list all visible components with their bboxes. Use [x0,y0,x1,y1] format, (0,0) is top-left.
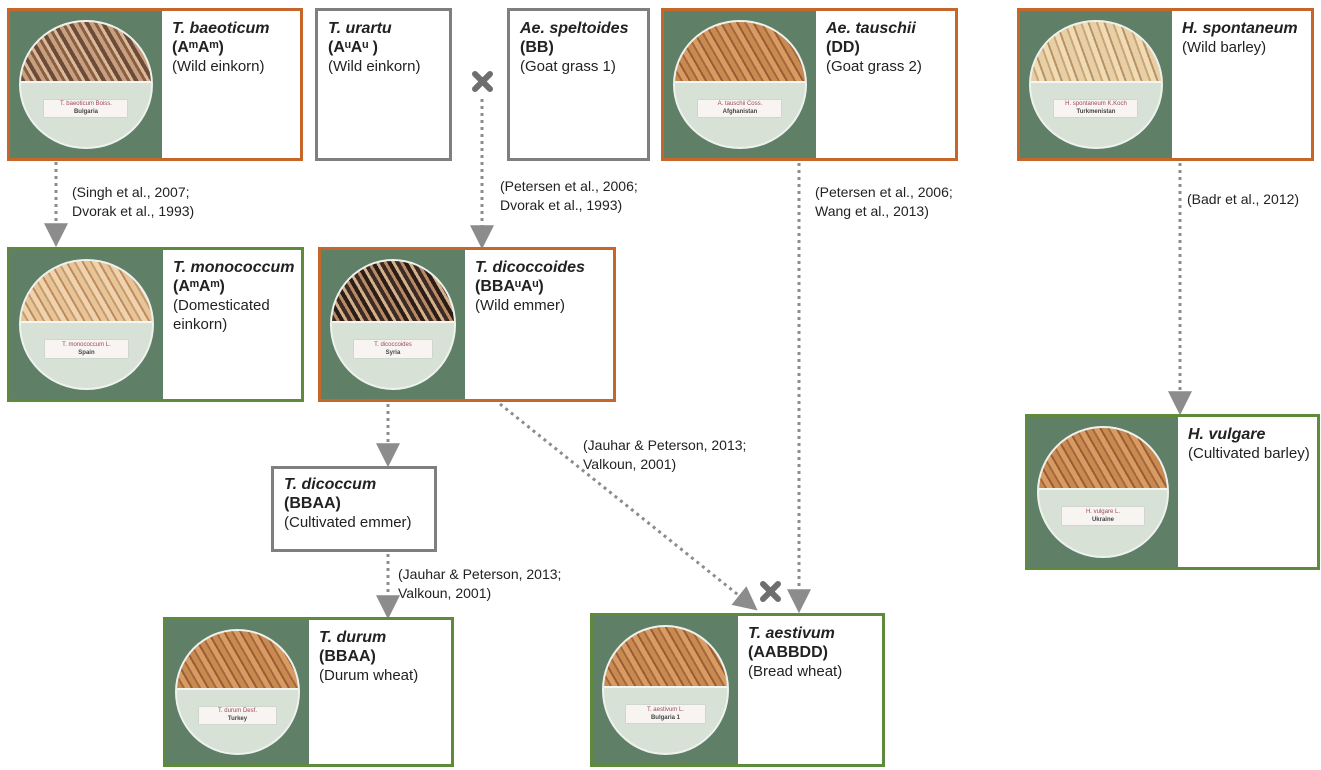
citation-petersen-dvorak: (Petersen et al., 2006;Dvorak et al., 19… [500,178,638,213]
species-name: T. baeoticum [172,20,270,37]
seed-dish-photo: T. monococcum L.Spain [10,250,163,399]
genome-formula: (AABBDD) [748,644,828,661]
node-t-baeoticum: T. baeoticum Boiss.Bulgaria T. baeoticum… [7,8,303,161]
common-name: (Cultivated barley) [1188,445,1310,462]
genome-formula: (AᵐAᵐ) [172,39,224,56]
species-name: T. durum [319,629,387,646]
genome-formula: (DD) [826,39,860,56]
node-t-monococcum: T. monococcum L.Spain T. monococcum (AᵐA… [7,247,304,402]
species-name: T. aestivum [748,625,835,642]
node-t-aestivum: T. aestivum L.Bulgaria 1 T. aestivum (AA… [590,613,885,767]
node-ae-tauschii: A. tauschii Coss.Afghanistan Ae. tauschi… [661,8,958,161]
cross-icon [760,581,781,602]
citation-petersen-wang: (Petersen et al., 2006;Wang et al., 2013… [815,184,953,219]
node-t-urartu: T. urartu (AᵘAᵘ ) (Wild einkorn) [315,8,452,161]
species-name: T. dicoccoides [475,259,585,276]
genome-formula: (AᵘAᵘ ) [328,39,378,56]
common-name: (Wild einkorn) [328,58,421,75]
common-name: (Goat grass 1) [520,58,616,75]
species-name: Ae. tauschii [826,20,916,37]
genome-formula: (BBAA) [284,495,341,512]
common-name: (Domesticated einkorn) [173,297,270,333]
species-name: T. urartu [328,20,392,37]
node-ae-speltoides: Ae. speltoides (BB) (Goat grass 1) [507,8,650,161]
common-name: (Wild einkorn) [172,58,265,75]
common-name: (Wild emmer) [475,297,565,314]
common-name: (Bread wheat) [748,663,843,680]
seed-dish-photo: T. baeoticum Boiss.Bulgaria [10,11,162,158]
seed-dish-photo: H. vulgare L.Ukraine [1028,417,1178,567]
species-name: H. spontaneum [1182,20,1298,37]
cross-icon [472,71,493,92]
seed-dish-photo: A. tauschii Coss.Afghanistan [664,11,816,158]
genome-formula: (AᵐAᵐ) [173,278,225,295]
species-name: T. dicoccum [284,476,377,493]
citation-badr: (Badr et al., 2012) [1187,191,1300,207]
common-name: (Wild barley) [1182,39,1267,56]
common-name: (Cultivated emmer) [284,514,412,531]
species-name: Ae. speltoides [520,20,629,37]
citation-jauhar-valkoun-b: (Jauhar & Peterson, 2013;Valkoun, 2001) [398,566,562,601]
citation-jauhar-valkoun-a: (Jauhar & Peterson, 2013;Valkoun, 2001) [583,437,747,472]
node-h-vulgare: H. vulgare L.Ukraine H. vulgare (Cultiva… [1025,414,1320,570]
genome-formula: (BBAᵘAᵘ) [475,278,544,295]
citation-singh: (Singh et al., 2007;Dvorak et al., 1993) [72,184,195,219]
arrow-dicoccoides-to-aestivum [499,402,758,611]
node-t-dicoccum: T. dicoccum (BBAA) (Cultivated emmer) [271,466,437,552]
genome-formula: (BBAA) [319,648,376,665]
seed-dish-photo: T. aestivum L.Bulgaria 1 [593,616,738,764]
common-name: (Durum wheat) [319,667,419,684]
seed-dish-photo: T. durum Desf.Turkey [166,620,309,764]
node-t-durum: T. durum Desf.Turkey T. durum (BBAA) (Du… [163,617,454,767]
species-name: T. monococcum [173,259,295,276]
common-name: (Goat grass 2) [826,58,922,75]
species-name: H. vulgare [1188,426,1266,443]
genome-formula: (BB) [520,39,554,56]
